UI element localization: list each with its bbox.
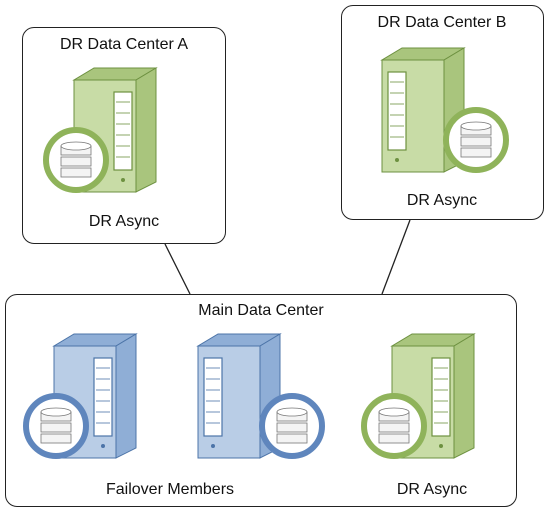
server-icon	[180, 324, 332, 472]
edge-dr-a-main	[164, 243, 191, 295]
dr-b-role: DR Async	[406, 192, 478, 209]
database-icon	[43, 127, 109, 193]
server-icon	[358, 324, 510, 472]
edge-dr-b-main	[381, 219, 411, 295]
database-icon	[443, 107, 509, 173]
dr-a-title: DR Data Center A	[59, 36, 189, 53]
main-title: Main Data Center	[198, 302, 324, 319]
dr-b-title: DR Data Center B	[377, 14, 507, 31]
database-icon	[259, 393, 325, 459]
main-dr-async-label: DR Async	[396, 481, 468, 498]
server-icon	[40, 58, 192, 206]
server-icon	[364, 38, 516, 186]
failover-members-label: Failover Members	[105, 481, 235, 498]
database-icon	[361, 393, 427, 459]
server-icon	[20, 324, 172, 472]
database-icon	[23, 393, 89, 459]
dr-a-role: DR Async	[88, 213, 160, 230]
